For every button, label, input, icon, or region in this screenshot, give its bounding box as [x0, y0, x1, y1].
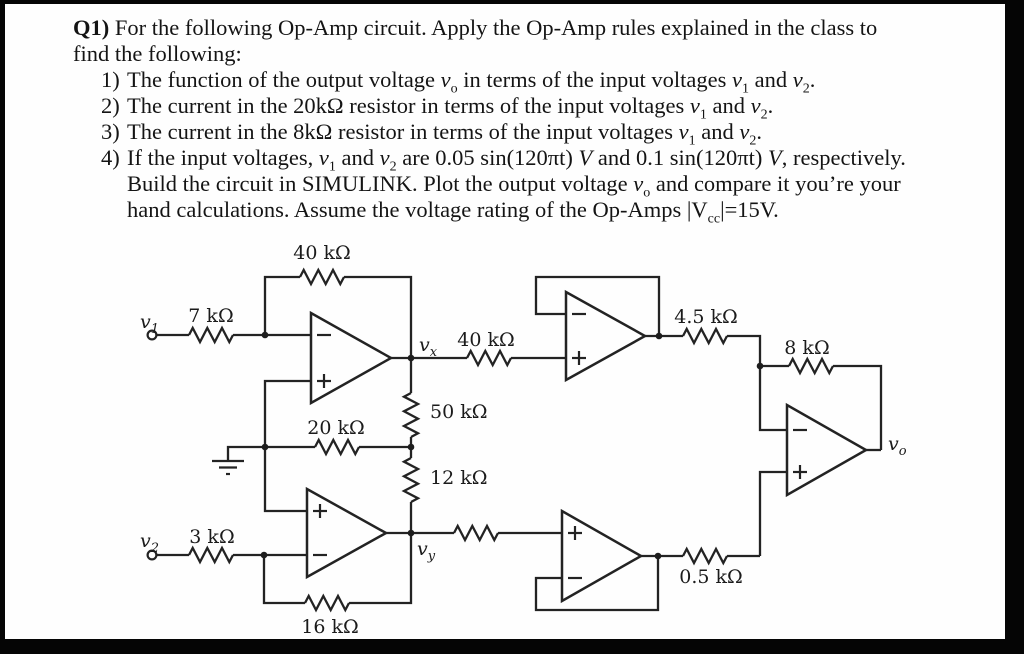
wire [727, 334, 762, 366]
opamp-triangle [564, 289, 648, 383]
label-vy: vy [417, 538, 436, 564]
text-line: 2)The current in the 20kΩ resistor in te… [101, 93, 774, 123]
resistor-3k [187, 545, 235, 565]
node-dot [260, 551, 268, 559]
resistor-4p5k [681, 326, 729, 346]
text-line: find the following: [73, 41, 242, 66]
node-dot [407, 529, 415, 537]
node-dot [261, 331, 269, 339]
label-v1: v1 [140, 311, 160, 337]
node-dot [655, 332, 663, 340]
resistor-16k [303, 593, 351, 613]
label-r3k: 3 kΩ [189, 526, 235, 548]
v1-terminal [146, 329, 158, 341]
resistor-8k [787, 356, 835, 376]
bottom-black-bar [0, 639, 1024, 654]
junction-dots [260, 331, 764, 560]
wire [226, 445, 265, 461]
wire [758, 366, 787, 432]
wire [349, 533, 413, 605]
label-r0p5k: 0.5 kΩ [679, 566, 743, 588]
text-line: hand calculations. Assume the voltage ra… [127, 197, 779, 227]
right-black-bar [1005, 0, 1024, 654]
text-line: 4)If the input voltages, v1 and v2 are 0… [101, 145, 906, 175]
problem-text: Q1) For the following Op-Amp circuit. Ap… [0, 15, 1005, 227]
opamp-1 [309, 310, 394, 406]
node-dot [407, 443, 415, 451]
text-line: Build the circuit in SIMULINK. Plot the … [127, 171, 901, 201]
opamp-5 [785, 402, 869, 498]
ground-icon [212, 459, 244, 476]
opamp-4 [560, 508, 644, 604]
label-r40k-feedback: 40 kΩ [293, 242, 351, 264]
wire [263, 275, 300, 335]
label-r12k: 12 kΩ [430, 467, 488, 489]
wire [833, 364, 883, 450]
wire [534, 275, 661, 336]
resistor-0p5k [681, 546, 729, 566]
resistor-40k-feedback [298, 267, 346, 287]
opamp-triangle [305, 486, 389, 580]
opamp-triangle [309, 310, 394, 406]
node-dot [654, 552, 662, 560]
text-line: Q1) For the following Op-Amp circuit. Ap… [73, 15, 878, 40]
opamp-triangle [560, 508, 644, 604]
wire [758, 470, 787, 556]
label-r16k: 16 kΩ [301, 616, 359, 638]
resistor-12k [401, 456, 421, 504]
text-line: 1)The function of the output voltage vo … [101, 67, 816, 97]
resistors [187, 267, 835, 613]
label-v2: v2 [140, 530, 160, 556]
label-vo: vo [888, 433, 907, 459]
label-r50k: 50 kΩ [430, 401, 488, 423]
resistor-unlabeled [452, 523, 500, 543]
node-dot [261, 443, 269, 451]
v2-terminal [146, 549, 158, 561]
wire [262, 555, 305, 605]
resistor-40k-mid [465, 348, 513, 368]
node-dot [407, 354, 415, 362]
opamp-triangle [785, 402, 869, 498]
opamp-2 [305, 486, 389, 580]
label-r7k: 7 kΩ [188, 305, 234, 327]
wire [344, 275, 413, 358]
text-line: 3)The current in the 8kΩ resistor in ter… [101, 119, 762, 149]
label-r4p5k: 4.5 kΩ [674, 306, 738, 328]
label-vx: vx [419, 334, 438, 360]
wire [534, 556, 660, 612]
top-black-bar [0, 0, 1024, 4]
resistor-7k [187, 325, 235, 345]
label-r20k: 20 kΩ [307, 417, 365, 439]
label-r40k-mid: 40 kΩ [457, 329, 515, 351]
resistor-20k [313, 437, 361, 457]
left-black-bar [0, 0, 5, 654]
wires [157, 275, 883, 612]
label-r8k: 8 kΩ [784, 337, 830, 359]
opamp-3 [564, 289, 648, 383]
node-dot [756, 362, 764, 370]
resistor-50k [401, 391, 421, 439]
